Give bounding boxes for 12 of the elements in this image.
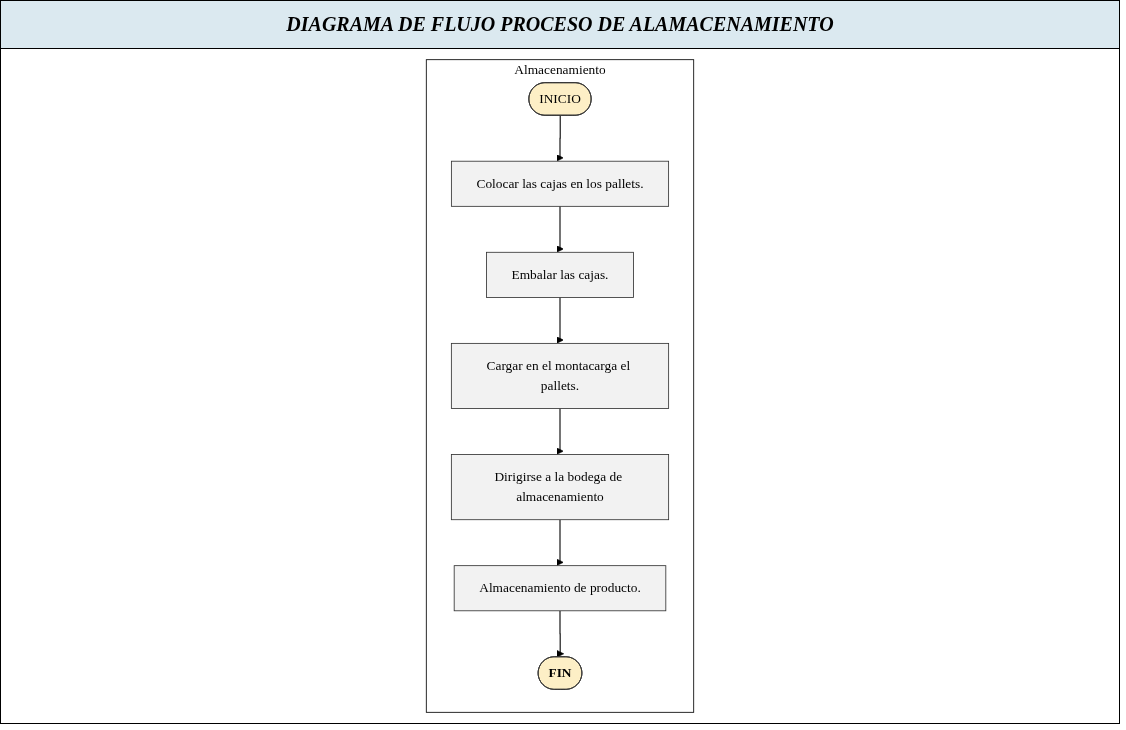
arrow <box>556 296 564 344</box>
arrow <box>556 205 564 253</box>
diagram-title: DIAGRAMA DE FLUJO PROCESO DE ALAMACENAMIENTO <box>1 1 1119 49</box>
arrow <box>556 610 565 658</box>
node-box: Almacenamiento de producto. <box>453 565 667 612</box>
node-box: Cargar en el montacarga el pallets. <box>450 342 670 409</box>
arrow <box>556 408 564 455</box>
arrow <box>556 115 564 162</box>
arrow <box>556 519 564 566</box>
node-box: Embalar las cajas. <box>486 251 634 298</box>
node-box: Dirigirse a la bodega de almacenamiento <box>450 454 670 521</box>
node-box: Colocar las cajas en los pallets. <box>450 160 670 207</box>
